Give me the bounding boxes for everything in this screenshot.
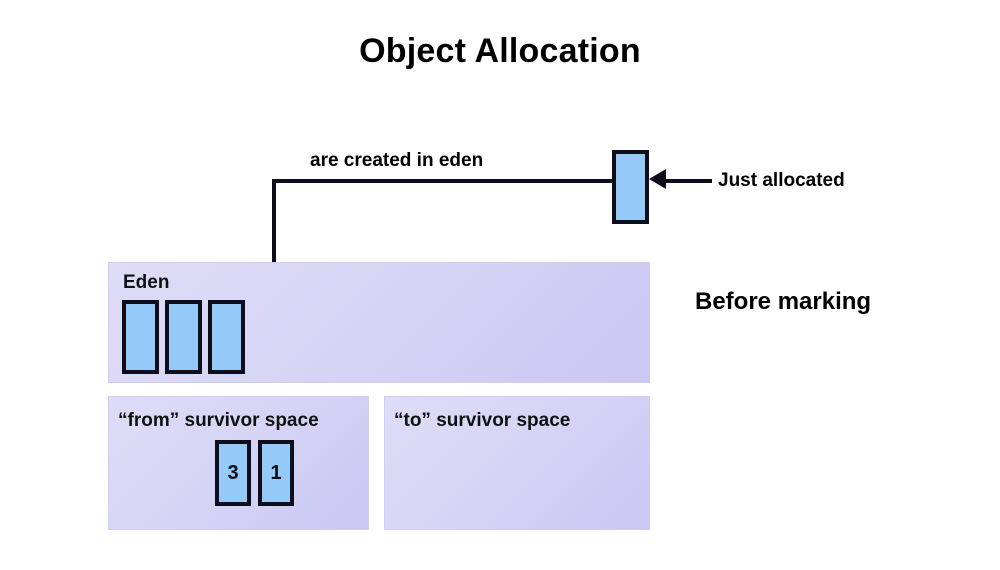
eden-object-2 (165, 300, 202, 374)
to-survivor-pool-label: “to” survivor space (394, 410, 571, 431)
eden-object-3 (208, 300, 245, 374)
created-in-eden-horizontal-line (272, 179, 612, 183)
created-in-eden-label: are created in eden (310, 150, 484, 171)
from-survivor-object-3: 3 (215, 440, 251, 506)
eden-object-1 (122, 300, 159, 374)
to-survivor-pool (384, 396, 650, 530)
stage-label: Before marking (695, 288, 872, 315)
just-allocated-arrow-line (665, 179, 712, 183)
just-allocated-label: Just allocated (718, 170, 845, 191)
created-in-eden-vertical-line (272, 179, 276, 314)
just-allocated-arrowhead (649, 169, 666, 189)
page-title: Object Allocation (359, 32, 641, 70)
from-survivor-object-1: 1 (258, 440, 294, 506)
from-survivor-pool-label: “from” survivor space (118, 410, 319, 431)
allocated-object-box (612, 150, 649, 224)
eden-pool-label: Eden (123, 272, 170, 293)
